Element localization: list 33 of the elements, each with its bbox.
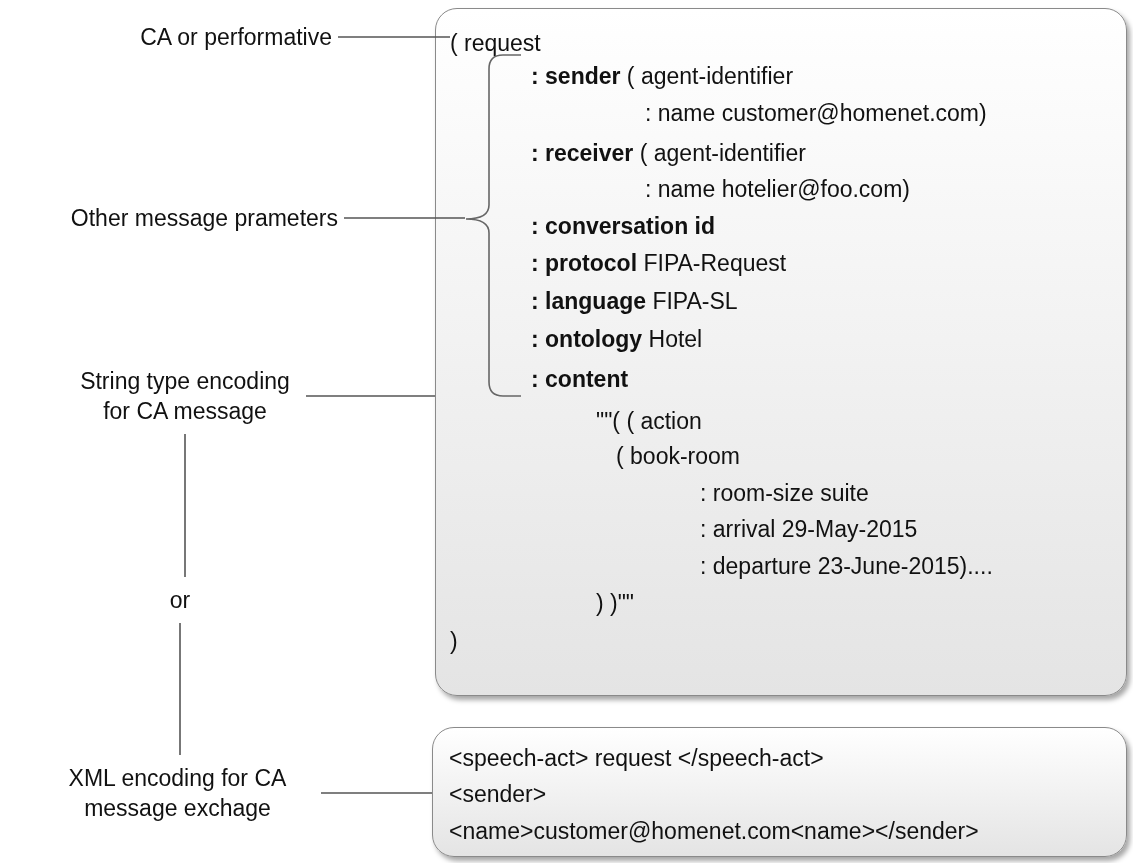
annotation-label: XML encoding for CA message exchage [40,763,315,823]
code-line: <name>customer@homenet.com<name></sender> [449,818,979,844]
leader-line [337,36,451,38]
code-line: : name hotelier@foo.com) [645,176,910,202]
code-line: ( request [450,30,541,56]
annotation-label: CA or performative [138,22,332,52]
code-line: : protocol FIPA-Request [531,250,787,276]
code-line: : arrival 29-May-2015 [700,516,918,542]
message-box [435,8,1127,696]
code-line: : ontology Hotel [531,326,703,352]
code-line: : content [531,366,629,392]
leader-line [184,433,186,578]
code-line: : language FIPA-SL [531,288,738,314]
annotation-label: Other message prameters [68,203,338,233]
code-line: : receiver ( agent-identifier [531,140,806,166]
code-line: ( book-room [616,443,740,469]
leader-line [320,792,433,794]
code-line: <sender> [449,781,547,807]
code-line: : departure 23-June-2015).... [700,553,993,579]
annotation-label: or [168,585,192,615]
code-line: : sender ( agent-identifier [531,63,794,89]
code-line: : name customer@homenet.com) [645,100,987,126]
code-line: ""( ( action [596,408,702,434]
xml-message-box [432,727,1127,857]
leader-line [343,217,466,219]
code-line: <speech-act> request </speech-act> [449,745,824,771]
leader-line [305,395,436,397]
annotation-label: String type encoding for CA message [70,366,300,426]
code-line: ) )"" [596,590,635,616]
code-line: : room-size suite [700,480,869,506]
code-line: : conversation id [531,213,716,239]
leader-line [179,622,181,756]
code-line: ) [450,628,458,654]
